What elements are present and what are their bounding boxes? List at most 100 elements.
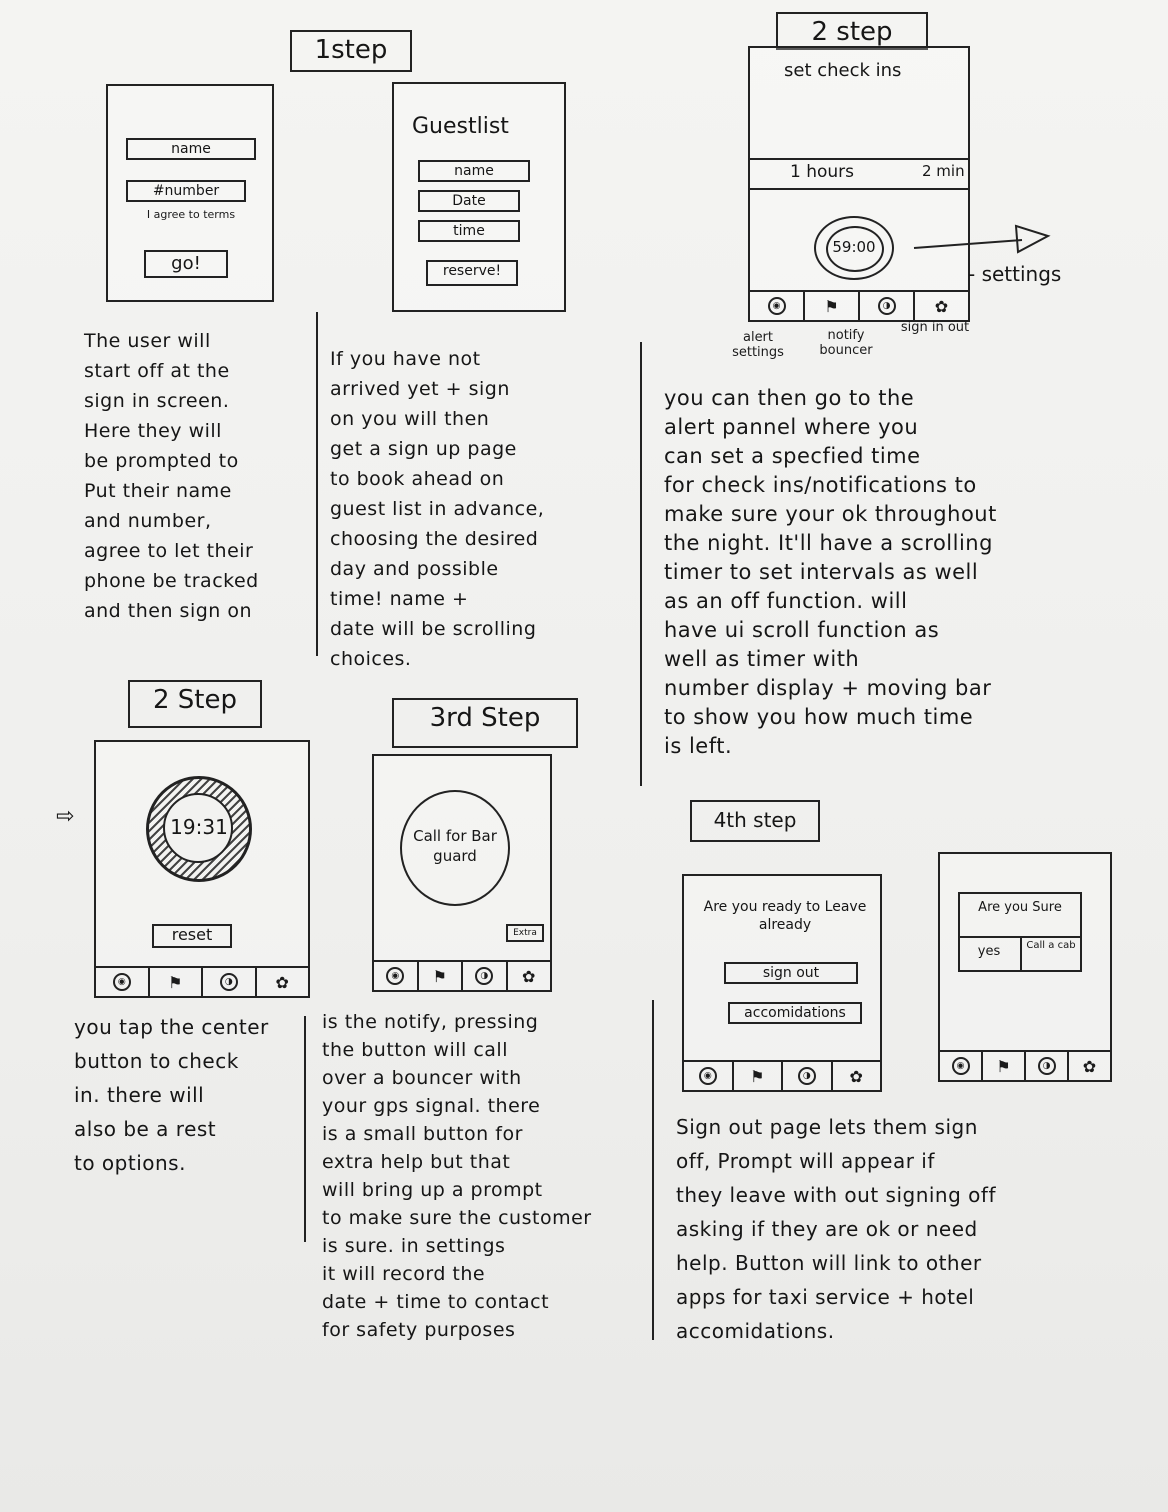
name-field[interactable]: name [126, 138, 256, 160]
countdown-timer[interactable]: 59:00 [814, 216, 894, 280]
step1-title: 1step [290, 30, 412, 72]
tab-signout[interactable]: ◑ [203, 968, 257, 996]
tab-notify[interactable]: ⚑ [150, 968, 203, 996]
call-cab-button[interactable]: Call a cab [1026, 940, 1076, 951]
tab-alert-settings[interactable]: ◉ [750, 292, 805, 320]
tab-bar: ◉ ⚑ ◑ ✿ [374, 960, 550, 990]
tab-signout[interactable]: ◑ [1026, 1052, 1069, 1080]
tab-signout[interactable]: ◑ [463, 962, 508, 990]
sign-in-out-icon: ◑ [797, 1067, 816, 1085]
tab-settings[interactable]: ✿ [257, 968, 309, 996]
alert-icon: ◉ [386, 967, 405, 985]
step4-title: 4th step [690, 800, 820, 842]
divider [750, 158, 968, 160]
gear-icon: ✿ [522, 966, 536, 986]
alert-icon: ◉ [951, 1057, 970, 1075]
tab-bar: ◉ ⚑ ◑ ✿ [750, 290, 968, 320]
tab-label-alert: alert settings [732, 330, 784, 360]
step2-top-note: you can then go to the alert pannel wher… [664, 386, 997, 758]
call-bouncer-label: Call for Bar guard [413, 827, 497, 865]
gear-icon: ✿ [275, 972, 289, 992]
divider [652, 1000, 654, 1340]
confirm-phone: Are you Sure yes Call a cab ◉ ⚑ ◑ ✿ [938, 852, 1112, 1082]
tab-alert-settings[interactable]: ◉ [96, 968, 150, 996]
signout-phone: Are you ready to Leave already sign out … [682, 874, 882, 1092]
tab-settings[interactable]: ✿ [833, 1062, 881, 1090]
signout-button[interactable]: sign out [724, 962, 858, 984]
tab-label-notify: notify bouncer [819, 328, 873, 358]
call-bouncer-button[interactable]: Call for Bar guard [400, 790, 510, 906]
divider [640, 342, 642, 786]
sign-in-out-icon: ◑ [475, 967, 494, 985]
divider [1020, 936, 1022, 970]
step4-note: Sign out page lets them sign off, Prompt… [676, 1115, 996, 1343]
gear-icon: ✿ [1082, 1056, 1097, 1076]
accomidations-button[interactable]: accomidations [728, 1002, 862, 1024]
alert-icon: ◉ [767, 297, 786, 315]
step1-note-left: The user will start off at the sign in s… [84, 330, 259, 622]
alert-panel-phone: set check ins 1 hours 2 min 59:00 ◉ ⚑ ◑ … [748, 46, 970, 322]
divider [316, 312, 318, 656]
divider [750, 188, 968, 190]
step2-top-title: 2 step [776, 12, 928, 50]
guestlist-phone: Guestlist name Date time reserve! [392, 82, 566, 312]
flag-icon: ⚑ [432, 966, 447, 986]
arrow-icon [913, 224, 1051, 254]
tab-bar: ◉ ⚑ ◑ ✿ [96, 966, 308, 996]
go-button[interactable]: go! [144, 250, 228, 278]
reset-button[interactable]: reset [152, 924, 232, 948]
gear-icon: ✿ [849, 1066, 863, 1086]
tab-notify[interactable]: ⚑ [419, 962, 463, 990]
flag-icon: ⚑ [824, 296, 839, 316]
alert-icon: ◉ [112, 973, 131, 991]
gear-icon: ✿ [934, 296, 949, 316]
signin-phone: name #number I agree to terms go! [106, 84, 274, 302]
guestlist-title: Guestlist [412, 114, 509, 139]
tab-alert-settings[interactable]: ◉ [374, 962, 419, 990]
yes-button[interactable]: yes [977, 944, 1001, 959]
checkin-timer: 19:31 [170, 815, 228, 839]
step1-note-right: If you have not arrived yet + sign on yo… [330, 348, 545, 670]
checkin-inner [163, 793, 233, 863]
guest-name-field[interactable]: name [418, 160, 530, 182]
tab-notify[interactable]: ⚑ [734, 1062, 783, 1090]
extra-help-button[interactable]: Extra [506, 924, 544, 942]
agree-checkbox-label[interactable]: I agree to terms [146, 208, 236, 221]
flag-icon: ⚑ [168, 972, 183, 992]
notify-phone: Call for Bar guard Extra ◉ ⚑ ◑ ✿ [372, 754, 552, 992]
tab-settings[interactable]: ✿ [1069, 1052, 1110, 1080]
set-checkins-header: set check ins [784, 60, 902, 81]
flag-icon: ⚑ [996, 1056, 1011, 1076]
tab-settings[interactable]: ✿ [508, 962, 551, 990]
confirm-dialog: Are you Sure yes Call a cab [958, 892, 1082, 972]
guest-date-field[interactable]: Date [418, 190, 520, 212]
tab-bar: ◉ ⚑ ◑ ✿ [940, 1050, 1110, 1080]
tab-alert-settings[interactable]: ◉ [940, 1052, 983, 1080]
guest-time-field[interactable]: time [418, 220, 520, 242]
tab-label-signin: sign in out [900, 320, 970, 335]
tab-settings[interactable]: ✿ [915, 292, 968, 320]
pointer-arrow-icon: ⇨ [56, 804, 75, 829]
ready-to-leave-text: Are you ready to Leave already [703, 899, 867, 933]
step2-bottom-title: 2 Step [128, 680, 262, 728]
minutes-scroller[interactable]: 2 min [922, 162, 965, 180]
step2-bottom-note: you tap the center button to check in. t… [74, 1015, 269, 1175]
tab-bar: ◉ ⚑ ◑ ✿ [684, 1060, 880, 1090]
tab-notify[interactable]: ⚑ [805, 292, 860, 320]
hours-scroller[interactable]: 1 hours [790, 162, 855, 182]
number-field[interactable]: #number [126, 180, 246, 202]
step3-title: 3rd Step [392, 698, 578, 748]
tab-alert-settings[interactable]: ◉ [684, 1062, 734, 1090]
flag-icon: ⚑ [750, 1066, 765, 1086]
settings-annotation: - settings [968, 262, 1062, 286]
sign-in-out-icon: ◑ [219, 973, 238, 991]
tab-notify[interactable]: ⚑ [983, 1052, 1026, 1080]
checkin-button[interactable]: 19:31 [146, 776, 252, 882]
tab-signout[interactable]: ◑ [783, 1062, 833, 1090]
timer-inner-ring [826, 226, 884, 272]
reserve-button[interactable]: reserve! [426, 260, 518, 286]
sign-in-out-icon: ◑ [877, 297, 896, 315]
step3-note: is the notify, pressing the button will … [322, 1011, 592, 1341]
tab-signout[interactable]: ◑ [860, 292, 915, 320]
checkin-phone: 19:31 reset ◉ ⚑ ◑ ✿ [94, 740, 310, 998]
